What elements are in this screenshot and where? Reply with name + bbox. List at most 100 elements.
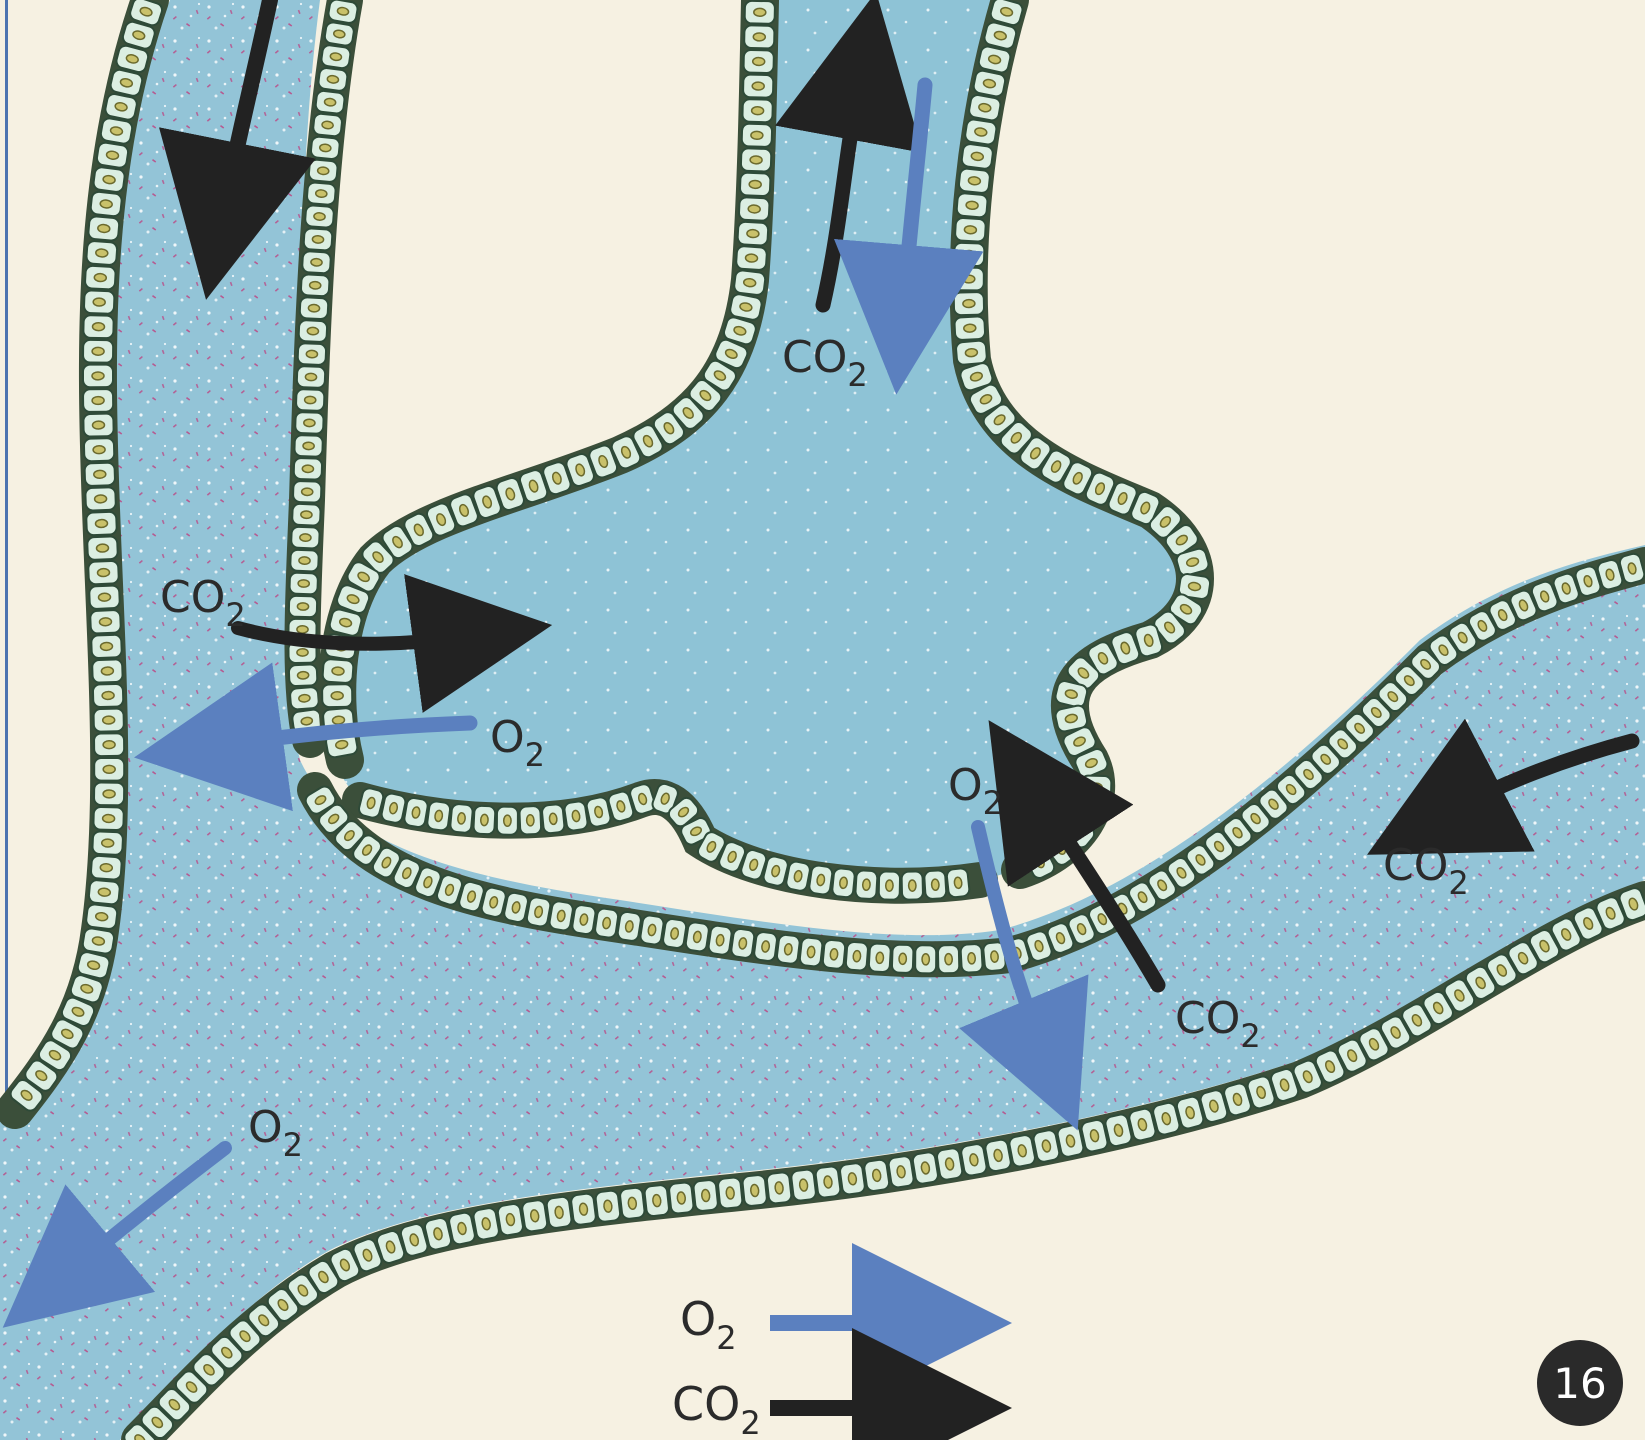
- epithelial-cell: [92, 831, 123, 855]
- epithelial-cell: [791, 1169, 817, 1201]
- epithelial-cell: [85, 266, 116, 290]
- epithelial-cell: [863, 1159, 890, 1192]
- epithelial-cell: [938, 945, 960, 973]
- epithelial-cell: [570, 1193, 596, 1226]
- epithelial-cell: [86, 512, 117, 536]
- epithelial-cell: [733, 270, 765, 296]
- page-number: 16: [1553, 1359, 1606, 1408]
- epithelial-cell: [322, 659, 353, 684]
- epithelial-cell: [879, 871, 900, 899]
- epithelial-cell: [298, 320, 327, 342]
- epithelial-cell: [84, 463, 115, 487]
- epithelial-cell: [742, 1174, 767, 1206]
- page-number-badge: 16: [1537, 1340, 1623, 1426]
- epithelial-cell: [294, 458, 323, 480]
- epithelial-cell: [295, 412, 324, 434]
- epithelial-cell: [313, 113, 343, 137]
- epithelial-cell: [88, 561, 119, 585]
- epithelial-cell: [289, 596, 318, 618]
- epithelial-cell: [745, 1, 775, 24]
- epithelial-cell: [473, 806, 495, 835]
- epithelial-cell: [84, 290, 115, 314]
- epithelial-cell: [293, 481, 322, 503]
- epithelial-cell: [776, 934, 800, 964]
- epithelial-cell: [644, 1184, 670, 1216]
- epithelial-cell: [93, 684, 124, 707]
- epithelial-cell: [595, 1190, 621, 1222]
- epithelial-cell: [924, 870, 947, 899]
- epithelial-cell: [83, 340, 113, 363]
- epithelial-cell: [739, 197, 770, 221]
- epithelial-cell: [869, 943, 892, 972]
- epithelial-cell: [448, 1212, 476, 1246]
- epithelial-cell: [89, 585, 120, 609]
- epithelial-cell: [290, 687, 320, 710]
- epithelial-cell: [839, 1162, 865, 1195]
- epithelial-cell: [322, 684, 352, 707]
- epithelial-cell: [83, 315, 114, 338]
- epithelial-cell: [571, 904, 596, 935]
- epithelial-cell: [90, 610, 121, 634]
- epithelial-cell: [742, 99, 773, 122]
- epithelial-cell: [832, 868, 856, 898]
- epithelial-cell: [668, 1182, 694, 1214]
- epithelial-cell: [960, 1143, 987, 1176]
- epithelial-cell: [961, 143, 994, 169]
- epithelial-cell: [83, 414, 113, 437]
- epithelial-cell: [662, 918, 687, 949]
- epithelial-cell: [845, 941, 868, 971]
- epithelial-cell: [954, 292, 984, 315]
- epithelial-cell: [972, 70, 1006, 98]
- epithelial-cell: [546, 1196, 572, 1229]
- epithelial-cell: [936, 1147, 963, 1180]
- epithelial-cell: [744, 25, 774, 48]
- epithelial-cell: [92, 659, 123, 683]
- epithelial-cell: [619, 1187, 645, 1219]
- epithelial-cell: [799, 937, 823, 967]
- epithelial-cell: [90, 191, 122, 217]
- epithelial-cell: [564, 801, 589, 832]
- epithelial-cell: [521, 1199, 548, 1232]
- epithelial-cell: [93, 708, 123, 731]
- epithelial-cell: [958, 168, 990, 194]
- epithelial-cell: [93, 166, 126, 192]
- epithelial-cell: [743, 74, 774, 97]
- epithelial-cell: [289, 573, 318, 595]
- epithelial-cell: [640, 915, 665, 946]
- epithelial-cell: [946, 868, 970, 898]
- epithelial-cell: [954, 243, 985, 267]
- epithelial-cell: [808, 865, 833, 896]
- epithelial-cell: [297, 366, 326, 388]
- epithelial-cell: [83, 365, 113, 388]
- epithelial-cell: [815, 1166, 841, 1199]
- epithelial-cell: [88, 216, 120, 241]
- epithelial-cell: [305, 205, 334, 228]
- epithelial-cell: [822, 939, 845, 969]
- epithelial-cell: [86, 241, 118, 266]
- epithelial-cell: [902, 871, 924, 899]
- epithelial-cell: [302, 251, 331, 274]
- epithelial-cell: [94, 733, 124, 756]
- epithelial-cell: [519, 806, 541, 835]
- epithelial-cell: [82, 927, 115, 954]
- epithelial-cell: [753, 931, 777, 961]
- epithelial-cell: [303, 228, 332, 251]
- epithelial-cell: [91, 635, 122, 659]
- epithelial-cell: [87, 536, 118, 560]
- epithelial-cell: [1081, 775, 1112, 798]
- epithelial-cell: [956, 193, 988, 218]
- epithelial-cell: [427, 801, 451, 831]
- epithelial-cell: [1032, 1129, 1060, 1163]
- epithelial-cell: [785, 860, 811, 891]
- epithelial-cell: [968, 94, 1001, 122]
- epithelial-cell: [96, 142, 129, 169]
- epithelial-cell: [84, 438, 115, 461]
- epithelial-cell: [94, 758, 124, 781]
- epithelial-cell: [955, 218, 986, 242]
- epithelial-cell: [93, 807, 124, 830]
- epithelial-cell: [741, 148, 772, 172]
- epithelial-cell: [310, 136, 340, 160]
- epithelial-cell: [954, 268, 984, 291]
- epithelial-cell: [984, 1139, 1012, 1173]
